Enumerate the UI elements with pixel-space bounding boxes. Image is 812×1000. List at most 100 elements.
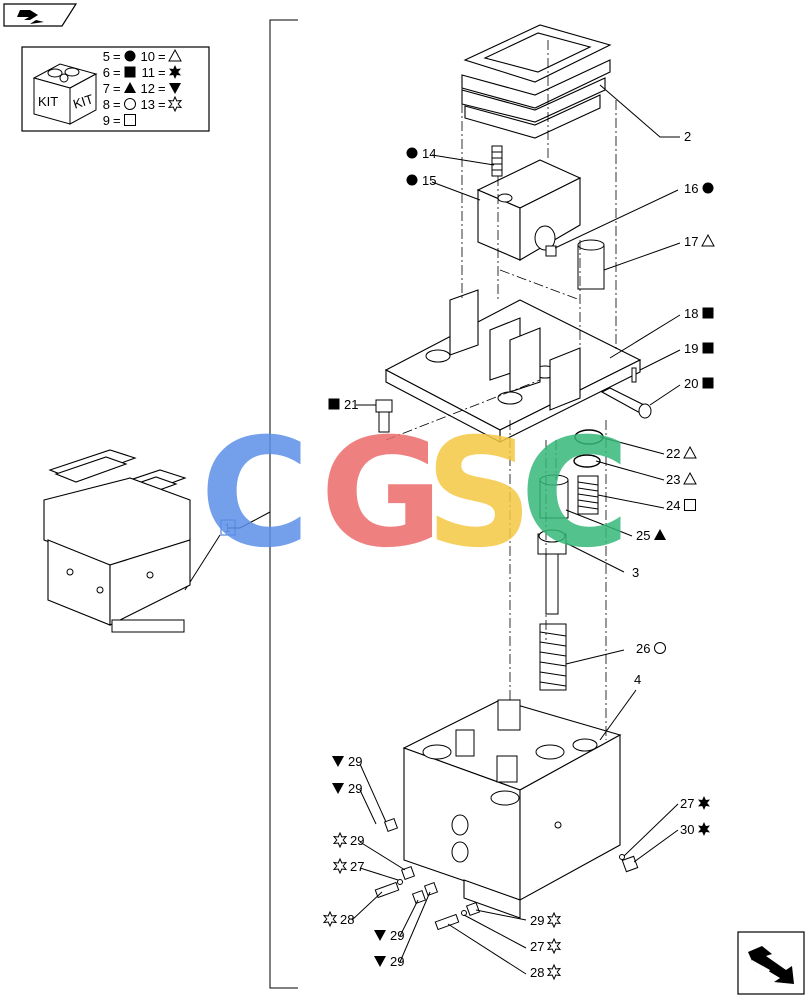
kit-legend-entry: 10= [141, 49, 182, 64]
kit-legend-entry: 12= [141, 81, 181, 96]
part-17-pin [577, 239, 605, 290]
callout-c3: 3 [632, 565, 639, 580]
index-label: 1 [224, 521, 231, 535]
open-triangle-up-icon [701, 234, 715, 247]
callout-number: 29 [350, 833, 364, 848]
watermark-letter: C [520, 407, 630, 581]
kit-legend-box: KIT KIT 5=6=7=8=9=10=11=12=13= [21, 46, 210, 132]
callout-c22: 22 [666, 446, 697, 461]
kit-entry-equals: = [158, 81, 166, 96]
kit-entry-number: 5 [103, 49, 110, 64]
kit-entry-number: 12 [141, 81, 155, 96]
callout-number: 27 [680, 796, 694, 811]
assembly-axis-lines [385, 40, 617, 740]
callout-c26: 26 [636, 641, 666, 656]
open-triangle-up-icon [683, 472, 697, 485]
callout-number: 19 [684, 341, 698, 356]
callout-c30: 30 [680, 822, 710, 837]
kit-entry-number: 13 [141, 97, 155, 112]
part-23-ring [573, 454, 601, 468]
callout-c17: 17 [684, 234, 715, 249]
callout-number: 27 [350, 859, 364, 874]
back-navigation-icon[interactable] [3, 3, 78, 27]
callout-number: 25 [636, 528, 650, 543]
open-circle-icon [124, 98, 136, 110]
callout-c28b: 28 [530, 964, 561, 980]
callout-number: 26 [636, 641, 650, 656]
leader-lines [351, 84, 681, 975]
bracket-pointer-line [228, 511, 271, 529]
callout-labels: 2341415161718192021222324252629292927282… [323, 129, 715, 980]
callout-c27c: 27 [680, 796, 710, 811]
open-circle-icon [654, 642, 666, 654]
part-3-stem [537, 529, 567, 615]
filled-square-icon [124, 66, 136, 78]
kit-entry-number: 9 [103, 113, 110, 128]
callout-c28a: 28 [323, 911, 354, 927]
callout-number: 23 [666, 472, 680, 487]
callout-c16: 16 [684, 181, 714, 196]
callout-number: 28 [340, 912, 354, 927]
callout-number: 2 [684, 129, 691, 144]
callout-number: 30 [680, 822, 694, 837]
filled-circle-icon [124, 50, 136, 62]
part-19-pin [631, 367, 637, 383]
open-star-icon [323, 911, 337, 927]
callout-number: 29 [348, 781, 362, 796]
kit-legend-entry: 6= [103, 65, 136, 80]
kit-legend-entries: 5=6=7=8=9=10=11=12=13= [103, 49, 182, 128]
callout-number: 27 [530, 939, 544, 954]
callout-number: 20 [684, 376, 698, 391]
open-square-icon [124, 114, 136, 126]
part-22-ring [574, 429, 604, 445]
kit-entry-equals: = [158, 49, 166, 64]
filled-triangle-up-icon [654, 529, 666, 540]
kit-entry-equals: = [158, 97, 166, 112]
callout-c2: 2 [684, 129, 691, 144]
kit-entry-number: 7 [103, 81, 110, 96]
open-star-icon [547, 912, 561, 928]
callout-number: 18 [684, 306, 698, 321]
kit-entry-equals: = [113, 65, 121, 80]
kit-entry-number: 8 [103, 97, 110, 112]
forward-navigation-icon[interactable] [737, 931, 805, 995]
callout-c25: 25 [636, 528, 666, 543]
filled-star-icon [698, 822, 710, 836]
kit-legend-entry: 11= [142, 65, 181, 80]
kit-legend-entry: 13= [141, 96, 182, 112]
callout-c29f: 29 [530, 912, 561, 928]
callout-number: 3 [632, 565, 639, 580]
part-4-valve-body [402, 699, 622, 919]
kit-entry-number: 6 [103, 65, 110, 80]
kit-entry-equals: = [158, 65, 166, 80]
watermark-letter: G [320, 407, 443, 581]
kit-entry-equals: = [113, 49, 121, 64]
kit-entry-equals: = [113, 81, 121, 96]
part-18-plate [384, 289, 642, 443]
kit-entry-equals: = [113, 97, 121, 112]
callout-number: 29 [348, 754, 362, 769]
kit-legend-entry: 8= [103, 97, 136, 112]
filled-square-icon [702, 342, 714, 354]
callout-c24: 24 [666, 498, 696, 513]
filled-square-icon [702, 377, 714, 389]
assembly-bracket [269, 19, 298, 989]
part-21-bolt [375, 399, 393, 433]
part-20-shaft [600, 387, 652, 419]
watermark-letter: C [200, 407, 310, 581]
callout-number: 29 [390, 928, 404, 943]
callout-c27b: 27 [530, 938, 561, 954]
filled-circle-icon [406, 147, 418, 159]
part-26-spring [539, 623, 567, 691]
index-leader-line [184, 534, 221, 591]
filled-square-icon [702, 307, 714, 319]
open-triangle-up-icon [683, 446, 697, 459]
open-square-icon [684, 499, 696, 511]
filled-star-icon [698, 796, 710, 810]
kit-box-label-right: KIT [71, 91, 95, 112]
kit-entry-number: 10 [141, 49, 155, 64]
kit-box-icon: KIT KIT [32, 63, 98, 125]
filled-circle-icon [406, 174, 418, 186]
